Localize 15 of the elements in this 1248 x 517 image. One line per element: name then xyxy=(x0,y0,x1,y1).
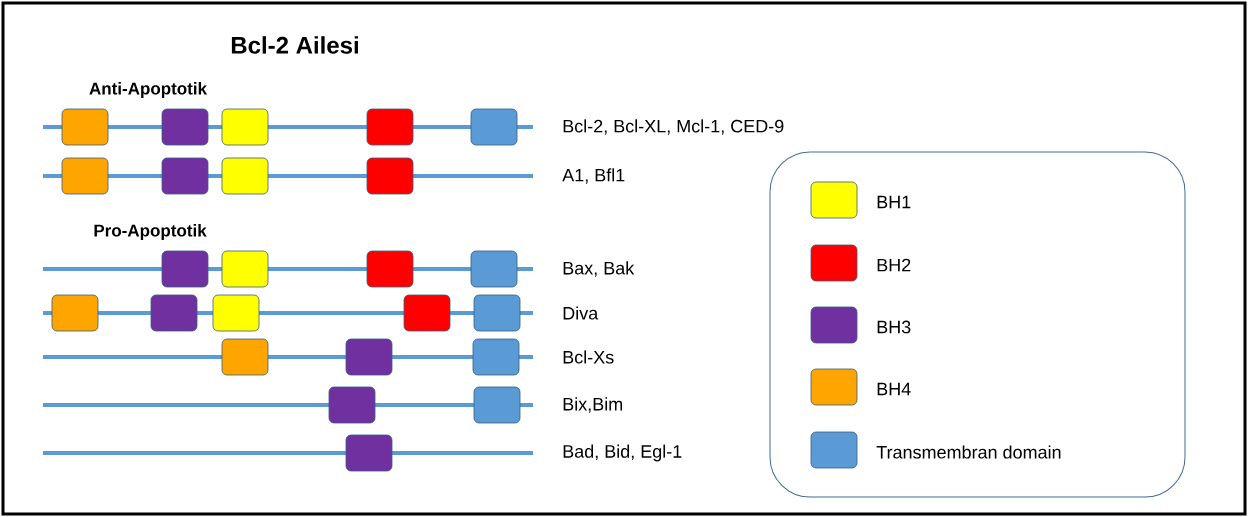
row-label: Diva xyxy=(563,306,599,320)
group-heading: Pro-Apoptotik xyxy=(94,224,207,240)
legend-label: BH4 xyxy=(877,382,911,396)
row-label: Bax, Bak xyxy=(563,261,635,277)
row-label: Bix,Bim xyxy=(563,397,623,413)
legend-label: Transmembran domain xyxy=(876,445,1061,459)
title: Bcl-2 Ailesi xyxy=(231,36,358,54)
group-heading: Anti-Apoptotik xyxy=(89,82,208,98)
legend-label: BH3 xyxy=(877,320,911,334)
legend-label: BH1 xyxy=(877,195,911,209)
row-label: Bcl-2, Bcl-XL, Mcl-1, CED-9 xyxy=(563,119,784,135)
row-label: Bad, Bid, Egl-1 xyxy=(563,444,682,462)
legend-label: BH2 xyxy=(877,258,911,272)
row-label: A1, Bfl1 xyxy=(562,168,625,184)
row-label: Bcl-Xs xyxy=(563,350,614,364)
